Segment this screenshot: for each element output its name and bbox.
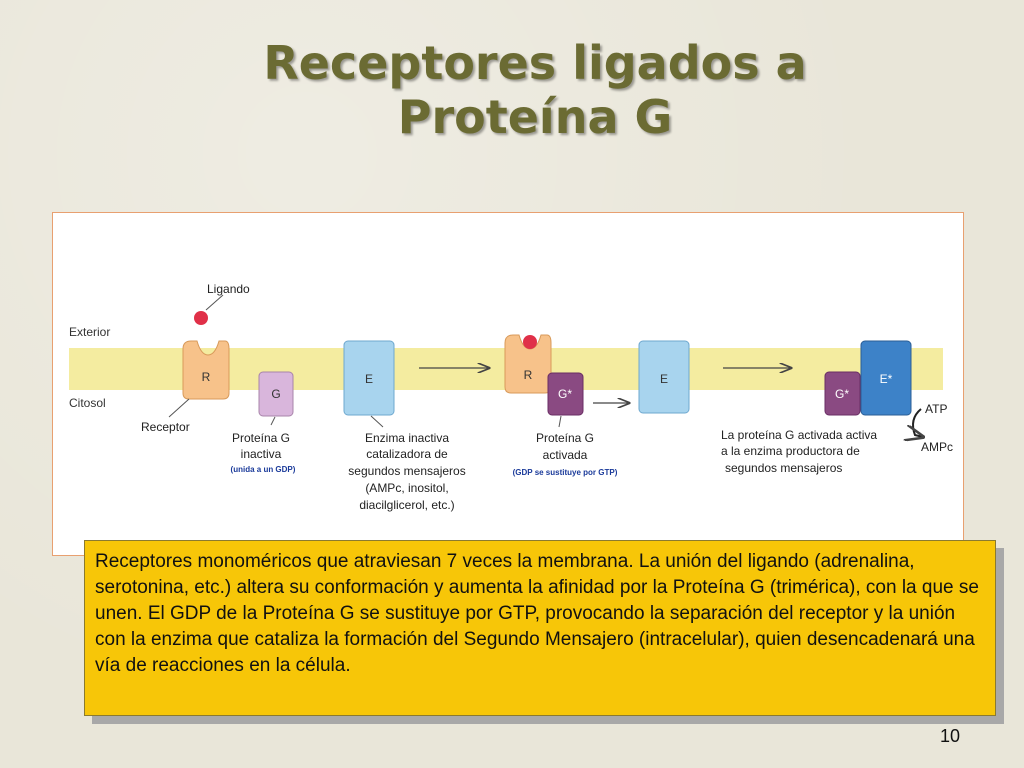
g-active-pointer (558, 415, 562, 428)
g-protein-active-bound (547, 372, 584, 416)
slide-title-line2: Proteína G (397, 90, 673, 144)
g-active-caption-2: activada (543, 448, 588, 462)
exterior-label: Exterior (69, 325, 110, 339)
receptor-r-label: R (202, 370, 211, 384)
g-active-label: G* (835, 387, 849, 401)
enzyme-inactive-2 (638, 340, 690, 414)
g-protein-inactive (258, 371, 294, 417)
ligand-bound (523, 335, 537, 349)
receptor-caption: Receptor (141, 420, 190, 434)
g-inactive-pointer (270, 416, 276, 426)
enzyme-pointer (370, 415, 384, 428)
receptor-bound (504, 334, 552, 394)
atp-label: ATP (925, 402, 947, 416)
enzyme-caption-2: catalizadora de (366, 447, 448, 461)
enzyme-e-label: E (365, 372, 373, 386)
ampc-label: AMPc (921, 440, 953, 454)
receptor-pointer (168, 398, 190, 418)
receptor-bound-r-label: R (524, 368, 533, 382)
g-active-bound-label: G* (558, 387, 572, 401)
g-inactive-note: (unida a un GDP) (231, 465, 296, 474)
enzyme-active-label: E* (880, 372, 893, 386)
enzyme-2-e-label: E (660, 372, 668, 386)
activation-caption-1: La proteína G activada activa (721, 428, 877, 442)
g-protein-active (824, 371, 861, 416)
ligand-free (194, 311, 208, 325)
explanation-note: Receptores monoméricos que atraviesan 7 … (84, 540, 996, 716)
g-active-note: (GDP se sustituye por GTP) (513, 468, 618, 477)
enzyme-caption-5: diacilglicerol, etc.) (359, 498, 454, 512)
enzyme-caption-4: (AMPc, inositol, (365, 481, 448, 495)
activation-caption-3: segundos mensajeros (725, 461, 842, 475)
g-inactive-caption-1: Proteína G (232, 431, 290, 445)
ligando-label: Ligando (207, 282, 250, 296)
activation-caption-2: a la enzima productora de (721, 444, 860, 458)
page-number: 10 (939, 726, 961, 746)
slide-title: Receptores ligados a Proteína G (200, 36, 870, 144)
signaling-diagram: Exterior Citosol Ligando R Receptor G Pr… (52, 212, 964, 556)
citosol-label: Citosol (69, 396, 106, 410)
g-inactive-label: G (271, 387, 280, 401)
ligand-pointer (205, 294, 224, 311)
enzyme-caption-1: Enzima inactiva (365, 431, 449, 445)
g-inactive-caption-2: inactiva (241, 447, 282, 461)
atp-ampc-arrow (913, 408, 923, 437)
slide-title-line1: Receptores ligados a (263, 36, 807, 90)
enzyme-caption-3: segundos mensajeros (348, 464, 465, 478)
enzyme-inactive (343, 340, 395, 416)
g-active-caption-1: Proteína G (536, 431, 594, 445)
enzyme-active (860, 340, 912, 416)
